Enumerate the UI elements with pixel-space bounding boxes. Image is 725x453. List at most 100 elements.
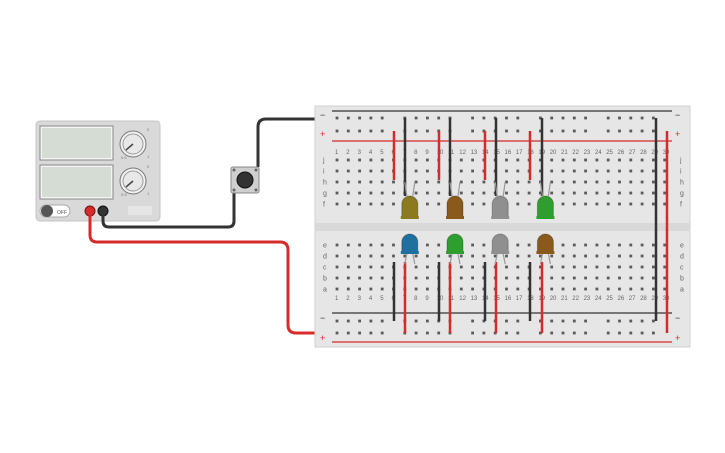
breadboard-hole[interactable] (572, 191, 576, 195)
power-toggle[interactable]: OFF (39, 204, 71, 218)
breadboard-hole[interactable] (482, 254, 486, 258)
breadboard-hole[interactable] (606, 254, 610, 258)
breadboard-hole[interactable] (369, 287, 373, 291)
breadboard-hole[interactable] (505, 158, 508, 162)
breadboard-hole[interactable] (584, 129, 587, 133)
led-green[interactable] (536, 181, 555, 219)
breadboard-hole[interactable] (505, 129, 508, 133)
breadboard-hole[interactable] (606, 243, 610, 247)
breadboard-hole[interactable] (414, 169, 418, 173)
breadboard-hole[interactable] (471, 265, 474, 269)
led-gray-2[interactable] (491, 233, 510, 265)
breadboard-hole[interactable] (606, 158, 610, 162)
breadboard-hole[interactable] (561, 158, 565, 162)
black-wire-psu-to-button[interactable] (101, 191, 236, 229)
breadboard-hole[interactable] (437, 180, 441, 184)
breadboard-hole[interactable] (595, 265, 599, 269)
breadboard-hole[interactable] (606, 129, 610, 133)
breadboard-hole[interactable] (346, 319, 350, 323)
breadboard-hole[interactable] (437, 202, 441, 206)
breadboard-hole[interactable] (606, 169, 610, 173)
breadboard-hole[interactable] (426, 180, 429, 184)
breadboard-hole[interactable] (335, 191, 339, 195)
breadboard-hole[interactable] (516, 116, 520, 120)
breadboard-hole[interactable] (652, 116, 655, 120)
breadboard-hole[interactable] (346, 180, 350, 184)
breadboard-hole[interactable] (358, 254, 361, 258)
breadboard-hole[interactable] (652, 243, 655, 247)
breadboard-hole[interactable] (426, 276, 429, 280)
breadboard-hole[interactable] (471, 254, 474, 258)
breadboard-hole[interactable] (437, 116, 441, 120)
breadboard-hole[interactable] (505, 191, 508, 195)
breadboard-hole[interactable] (426, 319, 429, 323)
breadboard-hole[interactable] (663, 265, 667, 269)
breadboard-hole[interactable] (606, 116, 610, 120)
breadboard-hole[interactable] (426, 191, 429, 195)
breadboard-hole[interactable] (358, 191, 361, 195)
breadboard-wires[interactable] (392, 118, 669, 333)
breadboard-hole[interactable] (550, 180, 554, 184)
breadboard-hole[interactable] (663, 276, 667, 280)
breadboard-hole[interactable] (572, 287, 576, 291)
breadboard-hole[interactable] (516, 202, 520, 206)
breadboard-hole[interactable] (448, 254, 452, 258)
breadboard-hole[interactable] (550, 287, 554, 291)
breadboard-hole[interactable] (550, 169, 554, 173)
breadboard-hole[interactable] (629, 180, 633, 184)
current-knob[interactable] (119, 167, 147, 195)
breadboard-hole[interactable] (606, 319, 610, 323)
led-green-2[interactable] (446, 233, 464, 265)
breadboard-hole[interactable] (584, 158, 587, 162)
red-wire-psu-to-rail[interactable] (88, 211, 330, 335)
breadboard-hole[interactable] (471, 129, 474, 133)
breadboard-hole[interactable] (346, 129, 350, 133)
breadboard-hole[interactable] (426, 169, 429, 173)
breadboard-hole[interactable] (358, 265, 361, 269)
breadboard-hole[interactable] (527, 180, 531, 184)
breadboard-hole[interactable] (471, 202, 474, 206)
breadboard-hole[interactable] (358, 116, 361, 120)
breadboard-hole[interactable] (358, 202, 361, 206)
breadboard-hole[interactable] (369, 243, 373, 247)
breadboard-hole[interactable] (437, 191, 441, 195)
breadboard-hole[interactable] (584, 180, 587, 184)
breadboard-hole[interactable] (414, 319, 418, 323)
breadboard-hole[interactable] (629, 243, 633, 247)
breadboard-hole[interactable] (618, 276, 621, 280)
breadboard-hole[interactable] (652, 202, 655, 206)
breadboard-hole[interactable] (482, 191, 486, 195)
breadboard-hole[interactable] (426, 254, 429, 258)
breadboard-hole[interactable] (471, 158, 474, 162)
breadboard-hole[interactable] (358, 158, 361, 162)
breadboard-hole[interactable] (505, 331, 508, 335)
breadboard-hole[interactable] (392, 243, 395, 247)
breadboard-hole[interactable] (618, 116, 621, 120)
breadboard-hole[interactable] (572, 319, 576, 323)
breadboard-hole[interactable] (595, 287, 599, 291)
breadboard-hole[interactable] (539, 191, 542, 195)
breadboard-hole[interactable] (640, 287, 644, 291)
breadboard-hole[interactable] (640, 116, 644, 120)
breadboard-hole[interactable] (618, 129, 621, 133)
breadboard-hole[interactable] (392, 254, 395, 258)
breadboard-hole[interactable] (584, 254, 587, 258)
breadboard-hole[interactable] (584, 191, 587, 195)
breadboard-hole[interactable] (493, 254, 497, 258)
breadboard-hole[interactable] (380, 276, 384, 280)
breadboard-hole[interactable] (550, 254, 554, 258)
breadboard-hole[interactable] (629, 129, 633, 133)
breadboard-hole[interactable] (516, 287, 520, 291)
breadboard-hole[interactable] (561, 129, 565, 133)
breadboard-hole[interactable] (414, 276, 418, 280)
breadboard-hole[interactable] (426, 243, 429, 247)
breadboard-hole[interactable] (539, 287, 542, 291)
breadboard-hole[interactable] (629, 202, 633, 206)
breadboard-hole[interactable] (640, 129, 644, 133)
breadboard-holes[interactable] (335, 116, 667, 335)
breadboard-hole[interactable] (516, 254, 520, 258)
breadboard-hole[interactable] (380, 129, 384, 133)
breadboard-hole[interactable] (505, 265, 508, 269)
breadboard-hole[interactable] (335, 116, 339, 120)
led-brown-2[interactable] (536, 233, 555, 265)
